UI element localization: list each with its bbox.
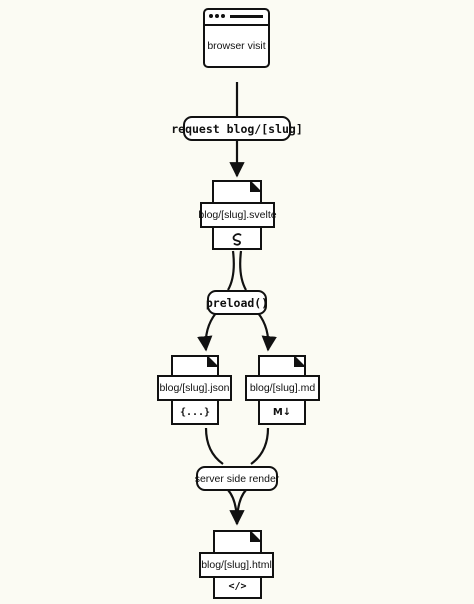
svelte-file-label: blog/[slug].svelte xyxy=(198,209,277,221)
code-icon: </> xyxy=(228,581,247,592)
ssr-step: server side render xyxy=(195,466,279,491)
address-bar xyxy=(230,15,263,18)
file-band xyxy=(157,375,232,401)
markdown-icon: M↓ xyxy=(272,406,292,418)
request-step: request blog/[slug] xyxy=(171,116,303,141)
window-dot-icon xyxy=(209,14,213,18)
window-dot-icon xyxy=(221,14,225,18)
svelte-file: blog/[slug].svelte xyxy=(198,180,277,252)
connector-ssr-html xyxy=(227,489,245,526)
file-band xyxy=(200,202,275,228)
connector-preload-json xyxy=(197,312,217,352)
markdown-file: blog/[slug].md M↓ xyxy=(245,355,320,427)
svelte-icon xyxy=(232,233,242,246)
browser-titlebar xyxy=(205,10,268,26)
html-file-label: blog/[slug].html xyxy=(201,559,272,571)
connector-preload-md xyxy=(257,312,277,352)
connector-md-ssr xyxy=(250,427,270,465)
json-file-label: blog/[slug].json xyxy=(159,382,230,394)
md-file-label: blog/[slug].md xyxy=(249,382,316,394)
browser-window: browser visit xyxy=(203,8,270,68)
file-band xyxy=(245,375,320,401)
connector-json-ssr xyxy=(204,427,224,465)
html-file: blog/[slug].html </> xyxy=(199,530,274,602)
window-dot-icon xyxy=(215,14,219,18)
file-band xyxy=(199,552,274,578)
browser-label: browser visit xyxy=(207,40,266,52)
preload-step: preload() xyxy=(206,290,268,315)
json-braces-icon: {...} xyxy=(179,406,211,418)
connector-svelte-preload xyxy=(227,250,247,291)
json-file: blog/[slug].json {...} xyxy=(157,355,232,427)
